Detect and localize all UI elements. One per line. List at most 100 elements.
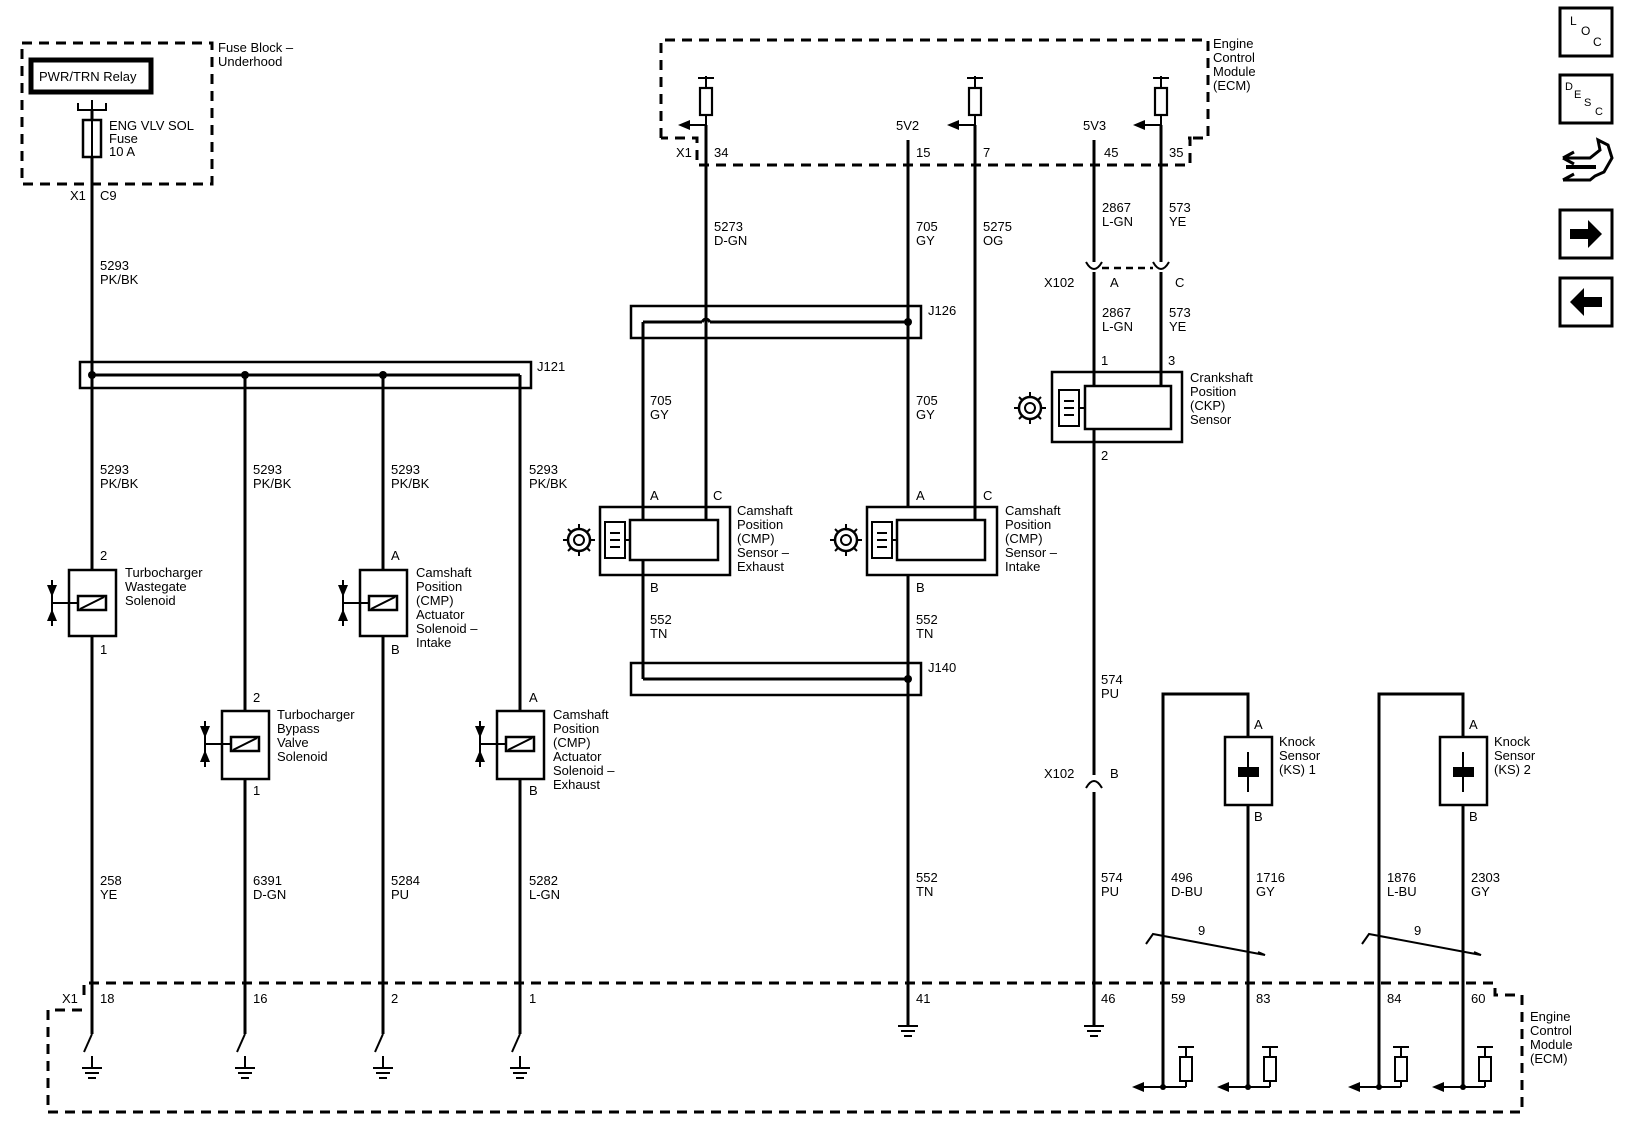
pullup-resistor-34 <box>678 76 714 130</box>
wire-552c-color: TN <box>916 884 933 899</box>
cmp-act-intake-label-2: Position <box>416 579 462 594</box>
wire-2303-num: 2303 <box>1471 870 1500 885</box>
ecm-pin-2: 2 <box>391 991 398 1006</box>
fuse-label-1: ENG VLV SOL <box>109 118 194 133</box>
wire-705a-color: GY <box>650 407 669 422</box>
bypass-solenoid: 2 1 Turbocharger Bypass Valve Solenoid <box>200 690 355 798</box>
ks2-label-1: Knock <box>1494 734 1531 749</box>
wire-s4-num: 5293 <box>529 462 558 477</box>
ecm-pin-60: 60 <box>1471 991 1485 1006</box>
j121-label: J121 <box>537 359 565 374</box>
ckp-pin-1: 1 <box>1101 353 1108 368</box>
wastegate-label-2: Wastegate <box>125 579 187 594</box>
nav-prev-button[interactable] <box>1558 276 1614 328</box>
loc-icon-c: C <box>1593 35 1602 49</box>
wire-574b-num: 574 <box>1101 870 1123 885</box>
bypass-label-4: Solenoid <box>277 749 328 764</box>
wire-705-color: GY <box>916 233 935 248</box>
ks-resistor-83 <box>1217 1046 1278 1092</box>
gear-icon <box>563 524 595 556</box>
ecm-top: Engine Control Module (ECM) 5V2 5V3 X1 3… <box>659 36 1256 167</box>
x102-mid-label: X102 <box>1044 766 1074 781</box>
ks2-label-3: (KS) 2 <box>1494 762 1531 777</box>
ecm-pin-35: 35 <box>1169 145 1183 160</box>
ks-resistor-84 <box>1348 1046 1409 1092</box>
nav-harness-button[interactable] <box>1562 137 1614 182</box>
ks2-label-2: Sensor <box>1494 748 1536 763</box>
driver-switch-1 <box>510 1033 530 1079</box>
ecm-pin-59: 59 <box>1171 991 1185 1006</box>
wire-552a-color: TN <box>650 626 667 641</box>
cmp-act-exhaust-label-3: (CMP) <box>553 735 591 750</box>
shield-count-2: 9 <box>1414 923 1421 938</box>
wire-2867b-color: L-GN <box>1102 319 1133 334</box>
ecm-pin-46: 46 <box>1101 991 1115 1006</box>
cmp-actuator-intake: A B Camshaft Position (CMP) Actuator Sol… <box>338 548 478 657</box>
splice-j126: J126 <box>629 303 956 508</box>
wire-573-color: YE <box>1169 214 1187 229</box>
fuse-block: Fuse Block – Underhood PWR/TRN Relay ENG… <box>20 40 294 203</box>
knock-sensor-2: A B Knock Sensor (KS) 2 <box>1377 692 1536 1087</box>
wire-496-num: 496 <box>1171 870 1193 885</box>
wire-5275-color: OG <box>983 233 1003 248</box>
ecm-bottom: Engine Control Module (ECM) X1 18 16 2 1… <box>46 981 1573 1114</box>
wire-s3-color: PK/BK <box>391 476 430 491</box>
ecm-bottom-x1: X1 <box>62 991 78 1006</box>
desc-icon-e: E <box>1574 89 1581 101</box>
gear-icon <box>1014 392 1046 424</box>
x102-top-label: X102 <box>1044 275 1074 290</box>
driver-switch-18 <box>82 1033 102 1079</box>
ckp-sensor: 1 3 2 Crankshaft Position (CKP) Sensor <box>1014 353 1253 463</box>
wire-feed-color: PK/BK <box>100 272 139 287</box>
nav-next-button[interactable] <box>1558 208 1614 260</box>
knock-sensor-1: A B Knock Sensor (KS) 1 <box>1161 692 1321 1087</box>
wire-1876-num: 1876 <box>1387 870 1416 885</box>
ks2-pin-a: A <box>1469 717 1478 732</box>
cmp-sensor-exh-label-5: Exhaust <box>737 559 784 574</box>
fuse-label-3: 10 A <box>109 144 135 159</box>
shield-ks2: 9 <box>1361 923 1482 956</box>
wire-bypass-num: 6391 <box>253 873 282 888</box>
cmp-act-intake-label-4: Actuator <box>416 607 465 622</box>
j140-label: J140 <box>928 660 956 675</box>
ground-46 <box>1084 1025 1104 1037</box>
wire-s4-color: PK/BK <box>529 476 568 491</box>
ks1-label-2: Sensor <box>1279 748 1321 763</box>
ecm-pin-7: 7 <box>983 145 990 160</box>
pullup-resistor-7 <box>947 76 983 130</box>
wire-705b-num: 705 <box>916 393 938 408</box>
cmp-sensor-int-label-1: Camshaft <box>1005 503 1061 518</box>
x102-pin-b: B <box>1110 766 1119 781</box>
wire-1716-color: GY <box>1256 884 1275 899</box>
ckp-label-4: Sensor <box>1190 412 1232 427</box>
shield-count-1: 9 <box>1198 923 1205 938</box>
ecm-pin-83: 83 <box>1256 991 1270 1006</box>
wire-s3-num: 5293 <box>391 462 420 477</box>
cmp-act-exhaust-label-4: Actuator <box>553 749 602 764</box>
wire-bypass-color: D-GN <box>253 887 286 902</box>
wire-2303-color: GY <box>1471 884 1490 899</box>
wire-574a-num: 574 <box>1101 672 1123 687</box>
nav-desc-button[interactable]: D E S C <box>1558 73 1614 125</box>
wire-int-color: PU <box>391 887 409 902</box>
wire-s1-color: PK/BK <box>100 476 139 491</box>
cmp-sensor-exh-label-4: Sensor – <box>737 545 790 560</box>
ecm-bottom-title-4: (ECM) <box>1530 1051 1568 1066</box>
wire-573b-color: YE <box>1169 319 1187 334</box>
wire-573-num: 573 <box>1169 200 1191 215</box>
ks-resistor-60 <box>1432 1046 1493 1092</box>
wire-wg-color: YE <box>100 887 118 902</box>
nav-loc-button[interactable]: L O C <box>1558 6 1614 58</box>
wire-s2-num: 5293 <box>253 462 282 477</box>
x102-connector-top: X102 A C <box>1044 261 1184 290</box>
harness-icon <box>1563 137 1614 182</box>
pwr-trn-relay <box>28 57 154 95</box>
cmp-act-intake-pin-b: B <box>391 642 400 657</box>
cmp-act-exhaust-pin-b: B <box>529 783 538 798</box>
loc-icon-o: O <box>1581 24 1590 38</box>
relay-label: PWR/TRN Relay <box>39 69 137 84</box>
wire-5275-num: 5275 <box>983 219 1012 234</box>
wire-573b-num: 573 <box>1169 305 1191 320</box>
wire-552c-num: 552 <box>916 870 938 885</box>
wastegate-pin-2: 2 <box>100 548 107 563</box>
